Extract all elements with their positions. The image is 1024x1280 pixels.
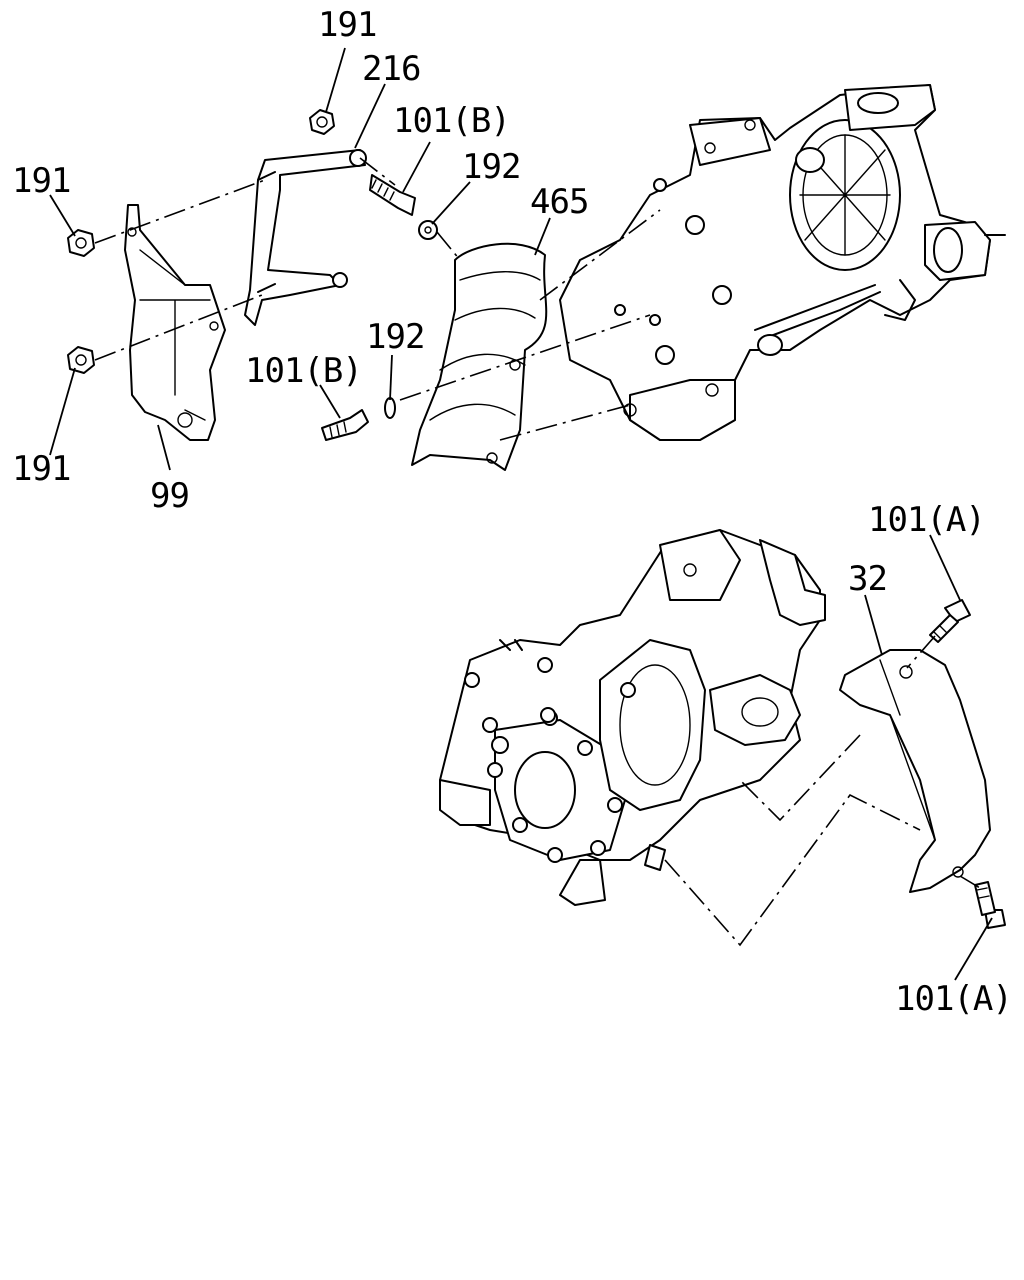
center-lines-bottom bbox=[664, 635, 981, 947]
label-101a-top: 101(A) bbox=[868, 500, 985, 540]
label-32: 32 bbox=[848, 559, 887, 599]
leader-lines bbox=[49, 47, 993, 981]
turbocharger-lower bbox=[439, 529, 826, 906]
heat-shield-465 bbox=[411, 242, 548, 471]
bracket-216 bbox=[244, 149, 367, 326]
turbocharger-upper bbox=[559, 84, 1006, 441]
part-labels: 191 216 101(B) 192 465 191 191 99 101(B)… bbox=[12, 5, 1013, 1019]
bolt-101a-top bbox=[929, 599, 971, 643]
stud-101b-mid bbox=[321, 409, 369, 441]
nut-191-left-top bbox=[67, 229, 95, 257]
label-191-top: 191 bbox=[318, 5, 376, 45]
label-191-left-bottom: 191 bbox=[12, 449, 70, 489]
label-101b-mid: 101(B) bbox=[245, 351, 362, 391]
nut-191-top bbox=[309, 109, 335, 135]
washer-192-mid bbox=[384, 397, 396, 419]
label-465: 465 bbox=[530, 182, 588, 222]
heat-shield-32 bbox=[839, 649, 991, 893]
label-216: 216 bbox=[362, 49, 420, 89]
label-192-mid: 192 bbox=[366, 317, 424, 357]
nut-191-left-bottom bbox=[67, 346, 95, 374]
label-99: 99 bbox=[150, 476, 189, 516]
center-lines-top bbox=[94, 157, 661, 441]
label-192-top: 192 bbox=[462, 147, 520, 187]
label-101b-top: 101(B) bbox=[393, 101, 510, 141]
bolt-101a-bottom bbox=[974, 881, 1006, 929]
washer-192-top bbox=[418, 220, 438, 240]
label-101a-bottom: 101(A) bbox=[895, 979, 1012, 1019]
stud-101b-top bbox=[369, 174, 416, 216]
heat-shield-99 bbox=[124, 204, 226, 441]
label-191-left-top: 191 bbox=[12, 161, 70, 201]
